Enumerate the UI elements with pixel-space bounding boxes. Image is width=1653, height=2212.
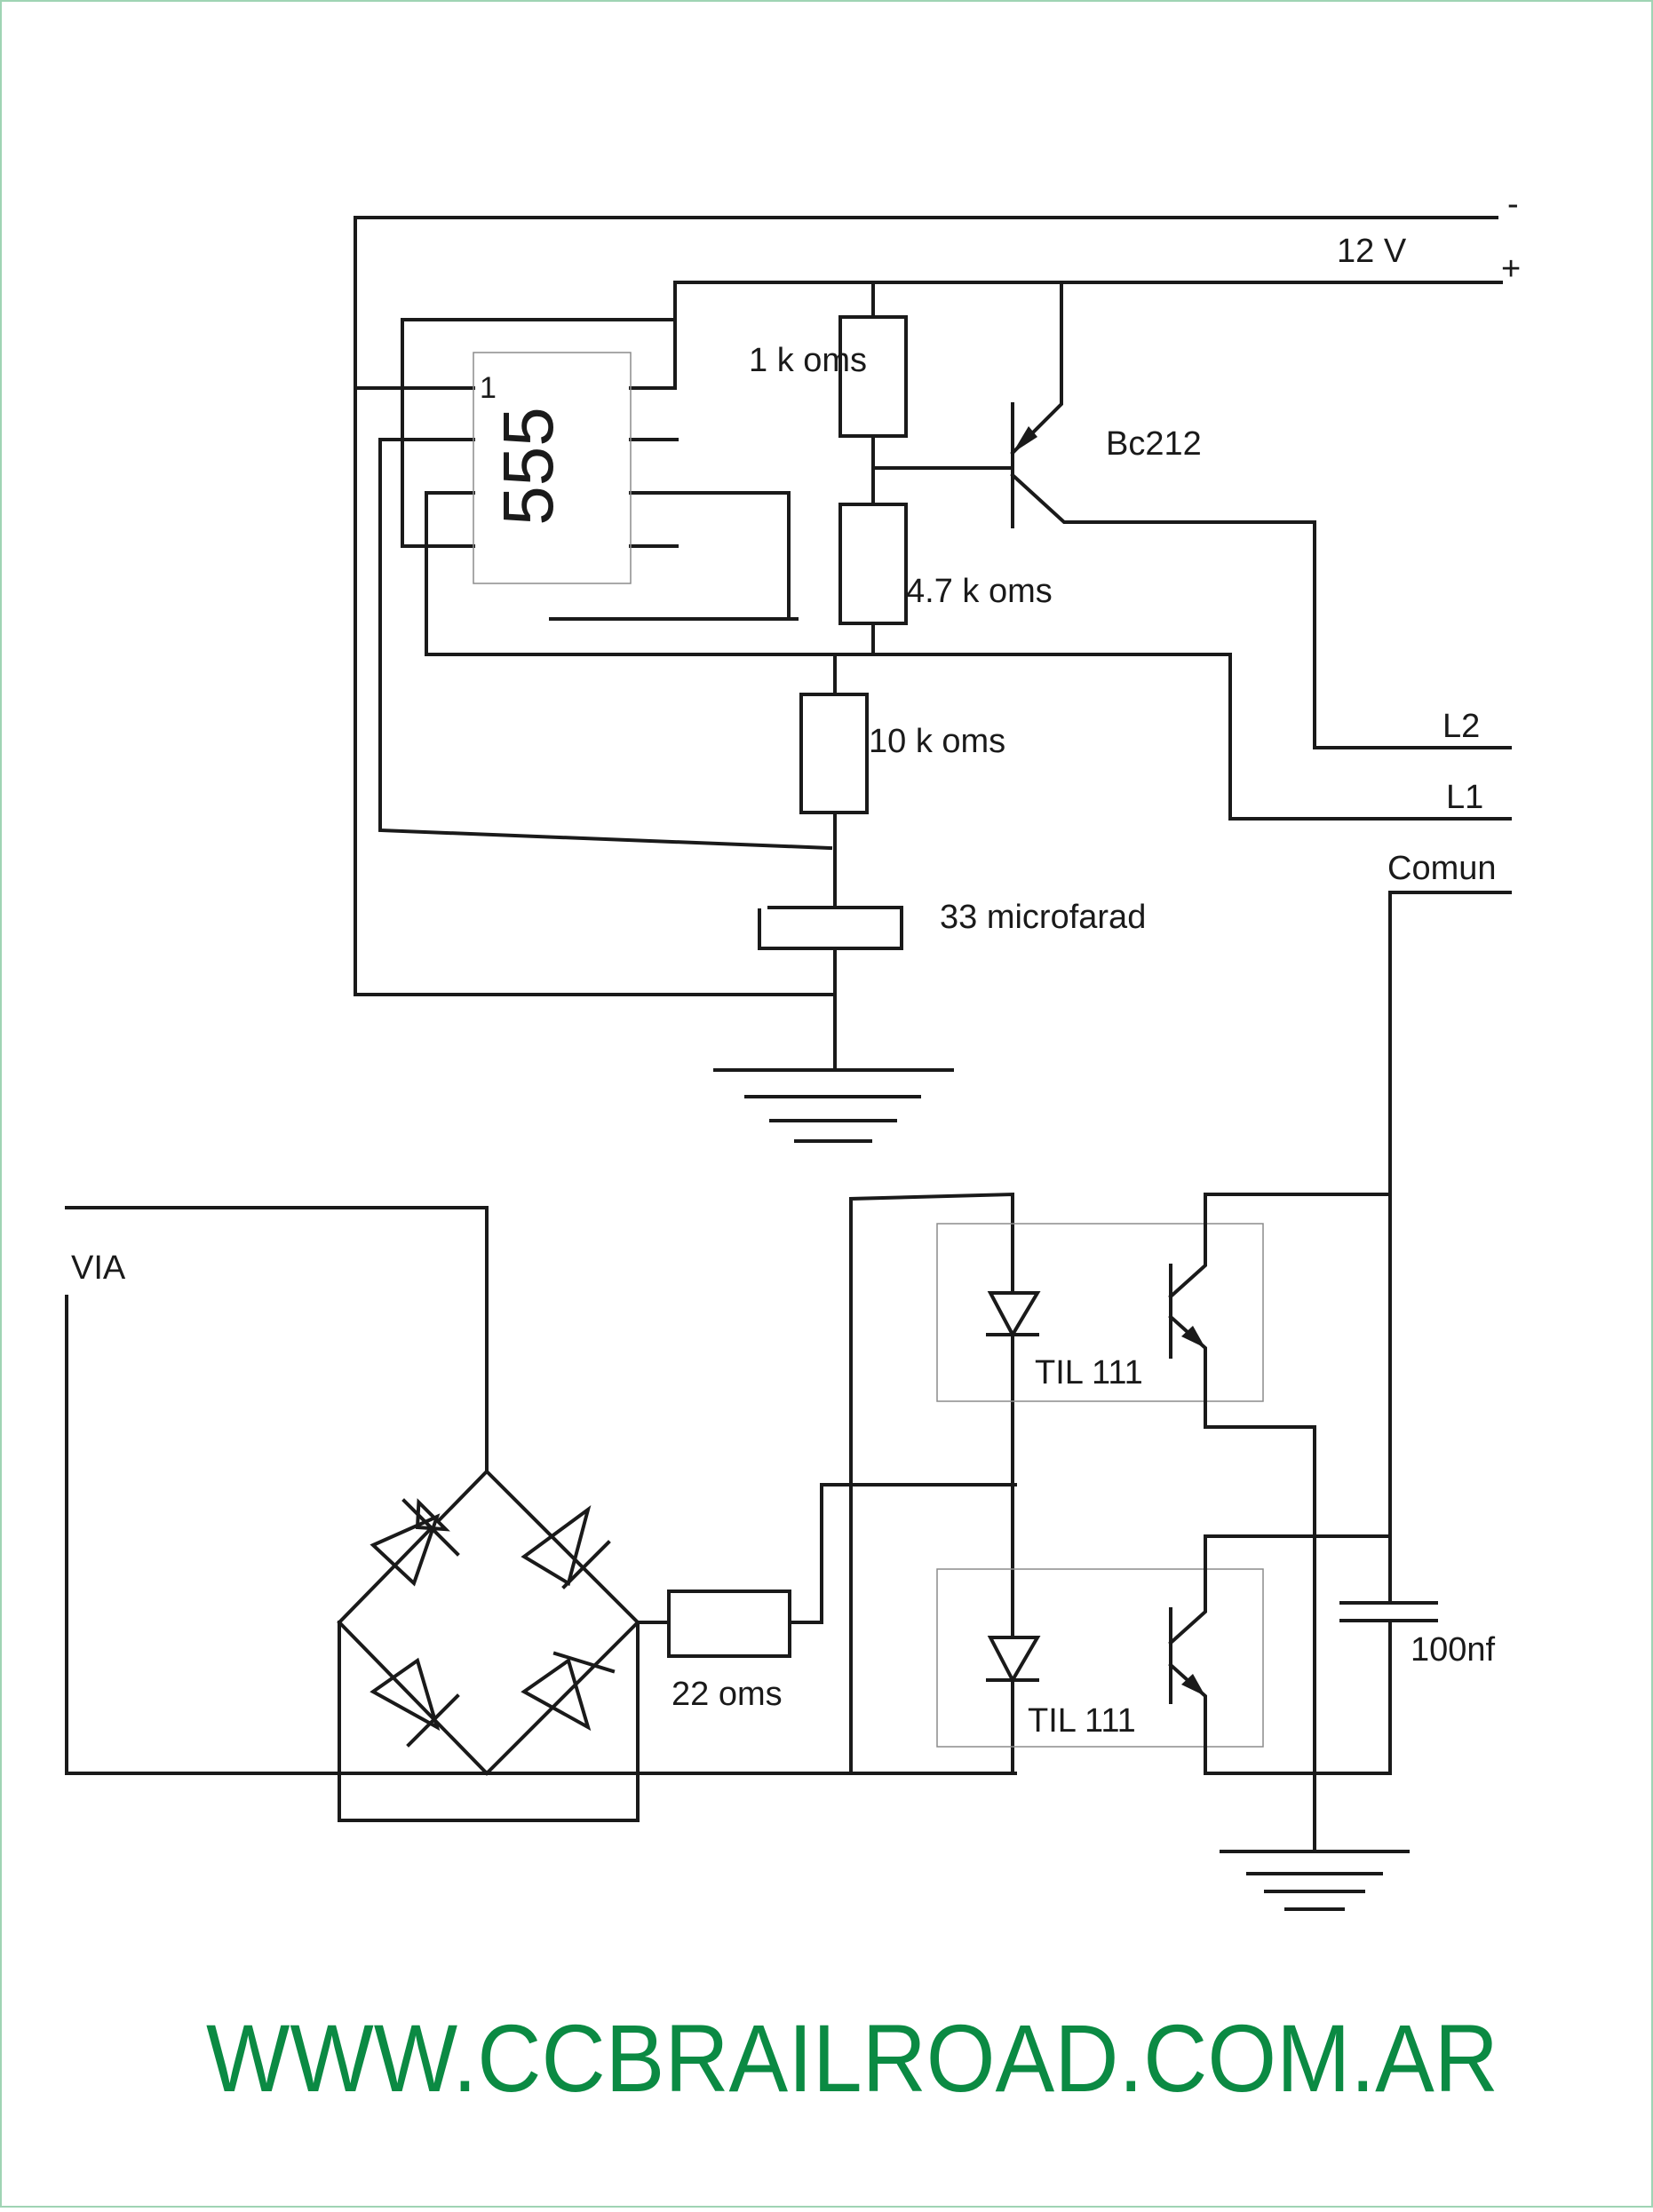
opto-lower-led-icon	[987, 1636, 1041, 1685]
bridge-diode-br-icon	[521, 1657, 592, 1732]
resistor-22	[667, 1590, 791, 1658]
opto-lower-collector	[1168, 1534, 1392, 1645]
resistor-22-label: 22 oms	[672, 1676, 783, 1713]
trigger-wire	[378, 438, 833, 851]
resistor-4k7	[838, 503, 908, 625]
r22-right-lead	[788, 1483, 1017, 1624]
opto-lower-emitter	[1168, 1662, 1392, 1775]
bridge-diode-bl-icon	[370, 1657, 441, 1732]
l2-wire	[1010, 472, 1512, 749]
transistor-arrow-icon	[1013, 426, 1037, 453]
opto-upper-collector	[1168, 1193, 1392, 1299]
via-lead-top	[65, 1206, 489, 1473]
supply-plus-label: +	[1501, 250, 1521, 288]
bridge-diode-bl-bar	[406, 1693, 460, 1748]
opto-upper-arrow-icon	[1181, 1326, 1205, 1348]
output-l2-label: L2	[1442, 708, 1480, 745]
transistor-label: Bc212	[1106, 425, 1202, 463]
optocoupler-lower-label: TIL 111	[1028, 1702, 1136, 1740]
output-comun-label: Comun	[1387, 850, 1497, 887]
supply-minus-label: -	[1507, 186, 1519, 223]
ic-555-body	[473, 352, 632, 584]
via-lead-bottom	[65, 1295, 1017, 1775]
ic-pin1-label: 1	[480, 371, 497, 405]
supply-voltage-label: 12 V	[1337, 233, 1407, 270]
output-l1-label: L1	[1446, 779, 1483, 816]
resistor-10k	[799, 693, 869, 814]
bridge-diode-tr-bar	[561, 1540, 611, 1590]
resistor-4k7-label: 4.7 k oms	[906, 573, 1053, 610]
comun-wire	[1388, 891, 1512, 1605]
transistor-emitter-lead	[1010, 281, 1063, 456]
resistor-10k-label: 10 k oms	[869, 723, 1005, 760]
bridge-rectifier	[337, 1469, 640, 1776]
negative-rail	[354, 216, 1498, 996]
opto-upper-led-icon	[987, 1291, 1041, 1339]
led-return-wire	[849, 1192, 1014, 1775]
opto-upper-emitter	[1168, 1314, 1316, 1853]
positive-rail	[629, 281, 1503, 390]
track-detector-circuit: VIA 22 oms TIL 111 TIL 111	[65, 891, 1512, 1911]
via-label: VIA	[71, 1249, 126, 1287]
website-url: WWW.CCBRAILROAD.COM.AR	[206, 2004, 1498, 2112]
opto-lower-arrow-icon	[1181, 1674, 1205, 1696]
timer-circuit: 1 555 - 12 V + 1 k oms 4.7 k oms 10 k	[354, 186, 1521, 1143]
resistor-1k-label: 1 k oms	[749, 342, 867, 379]
bridge-diode-tl-bar	[401, 1498, 460, 1557]
optocoupler-lower	[936, 1568, 1264, 1748]
pin-wire-a	[401, 318, 475, 548]
bridge-diode-br-bar	[552, 1651, 616, 1674]
bridge-diode-tl-icon	[370, 1513, 441, 1587]
pin-stub-6	[629, 491, 791, 621]
optocoupler-upper-label: TIL 111	[1035, 1354, 1143, 1391]
cap-33uf-plate-bottom	[758, 908, 903, 950]
bridge-diode-tr-icon	[521, 1505, 592, 1587]
ic-555-label: 555	[489, 407, 568, 525]
optocoupler-upper	[936, 1223, 1264, 1402]
bridge-dc-loop	[338, 1621, 640, 1822]
l1-wire	[833, 653, 1512, 821]
cap-100nf-label: 100nf	[1411, 1631, 1496, 1669]
cap-33uf-label: 33 microfarad	[940, 899, 1146, 936]
threshold-wire	[425, 491, 837, 656]
